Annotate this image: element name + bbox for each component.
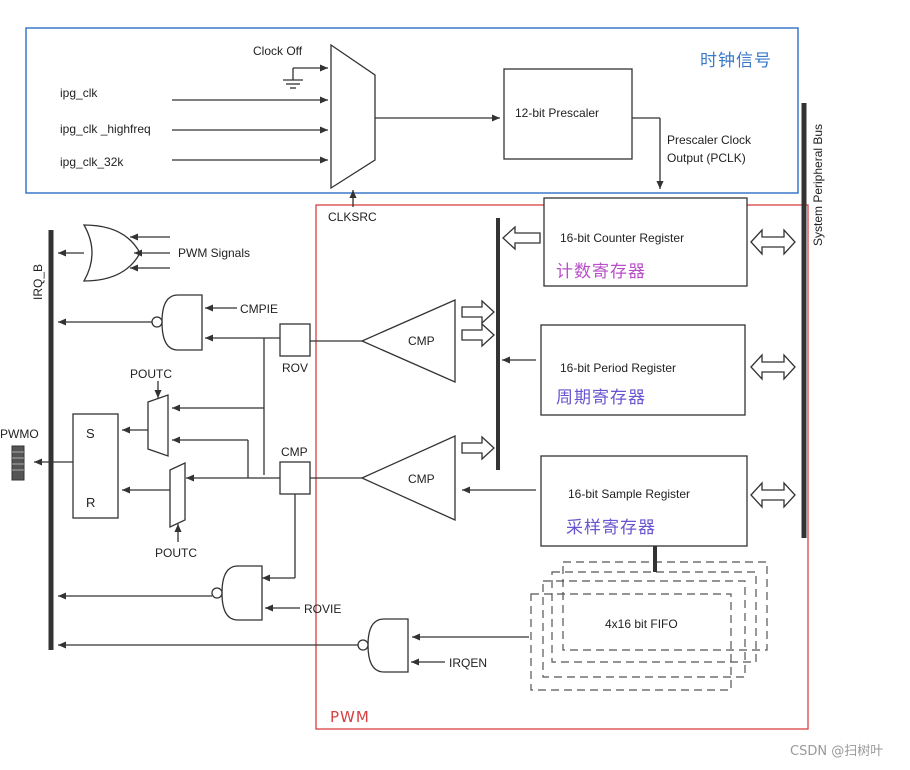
- clock-off-label: Clock Off: [253, 44, 303, 58]
- counter-annotation: 计数寄存器: [556, 262, 646, 282]
- rovie-gate-bubble: [211, 587, 223, 599]
- rovie-nand-gate: [221, 565, 263, 621]
- sample-annotation: 采样寄存器: [566, 518, 656, 538]
- irqen-gate-bubble: [357, 639, 369, 651]
- pwm-annotation: PWM: [330, 708, 370, 726]
- sr-r-label: R: [86, 495, 95, 510]
- cmp1-label: CMP: [408, 334, 435, 348]
- irqen-nand-gate: [367, 618, 409, 673]
- rov-flag-box: [279, 323, 311, 357]
- irqen-label: IRQEN: [449, 656, 487, 670]
- sample-register: [540, 455, 748, 547]
- sample-register-label: 16-bit Sample Register: [568, 487, 690, 501]
- bus-to-cmp2-arrow-a: [461, 435, 495, 461]
- pclk-label-line1: Prescaler Clock: [667, 133, 752, 147]
- cmp2-label: CMP: [408, 472, 435, 486]
- fifo-layer-1: [551, 571, 757, 663]
- rov-label: ROV: [282, 361, 308, 375]
- clock-source-mux: [330, 43, 376, 190]
- counter-register-label: 16-bit Counter Register: [560, 231, 684, 245]
- bus-arrow-sample: [750, 481, 796, 509]
- bus-to-cmp1-arrow-a: [461, 299, 495, 325]
- cmpie-label: CMPIE: [240, 302, 278, 316]
- prescaler-box: [503, 68, 633, 160]
- poutc-top-mux: [147, 394, 169, 457]
- cmp-flag-label: CMP: [281, 445, 308, 459]
- comparator-2: [360, 434, 456, 522]
- cmp-flag-box: [279, 461, 311, 495]
- fifo-layer-2: [542, 580, 746, 678]
- period-register-label: 16-bit Period Register: [560, 361, 676, 375]
- fifo-box: [562, 561, 768, 651]
- ipg-clk-highfreq-label: ipg_clk _highfreq: [60, 122, 151, 136]
- counter-to-bus-arrow: [502, 225, 541, 251]
- sr-s-label: S: [86, 426, 95, 441]
- ipg-clk-32k-label: ipg_clk_32k: [60, 155, 124, 169]
- poutc-bottom-mux: [169, 461, 186, 529]
- bus-arrow-period: [750, 353, 796, 381]
- cmpie-gate-bubble: [151, 316, 163, 328]
- poutc-bottom-label: POUTC: [155, 546, 197, 560]
- ipg-clk-label: ipg_clk: [60, 86, 98, 100]
- fifo-label: 4x16 bit FIFO: [605, 617, 678, 631]
- pwmo-pin: [11, 445, 25, 481]
- comparator-1: [360, 299, 456, 383]
- period-register: [540, 324, 746, 416]
- counter-register: [543, 197, 748, 287]
- irq-b-label: IRQ_B: [31, 264, 45, 300]
- clksrc-label: CLKSRC: [328, 210, 377, 224]
- system-bus-label: System Peripheral Bus: [811, 124, 825, 246]
- prescaler-label: 12-bit Prescaler: [515, 106, 599, 120]
- fifo-layer-3: [530, 593, 732, 691]
- csdn-watermark: CSDN @扫树叶: [790, 744, 883, 759]
- pwm-signals-label: PWM Signals: [178, 246, 250, 260]
- bus-to-cmp1-arrow-b: [461, 322, 495, 348]
- clock-signal-annotation: 时钟信号: [700, 51, 772, 71]
- pwmo-label: PWMO: [0, 427, 39, 441]
- bus-arrow-counter: [750, 228, 796, 256]
- pwm-signals-or-gate: [82, 224, 141, 282]
- poutc-top-label: POUTC: [130, 367, 172, 381]
- sr-latch: [72, 413, 119, 519]
- rovie-label: ROVIE: [304, 602, 341, 616]
- clock-signal-region: [25, 27, 799, 194]
- cmpie-nand-gate: [161, 294, 203, 351]
- period-annotation: 周期寄存器: [556, 388, 646, 408]
- pclk-label-line2: Output (PCLK): [667, 151, 746, 165]
